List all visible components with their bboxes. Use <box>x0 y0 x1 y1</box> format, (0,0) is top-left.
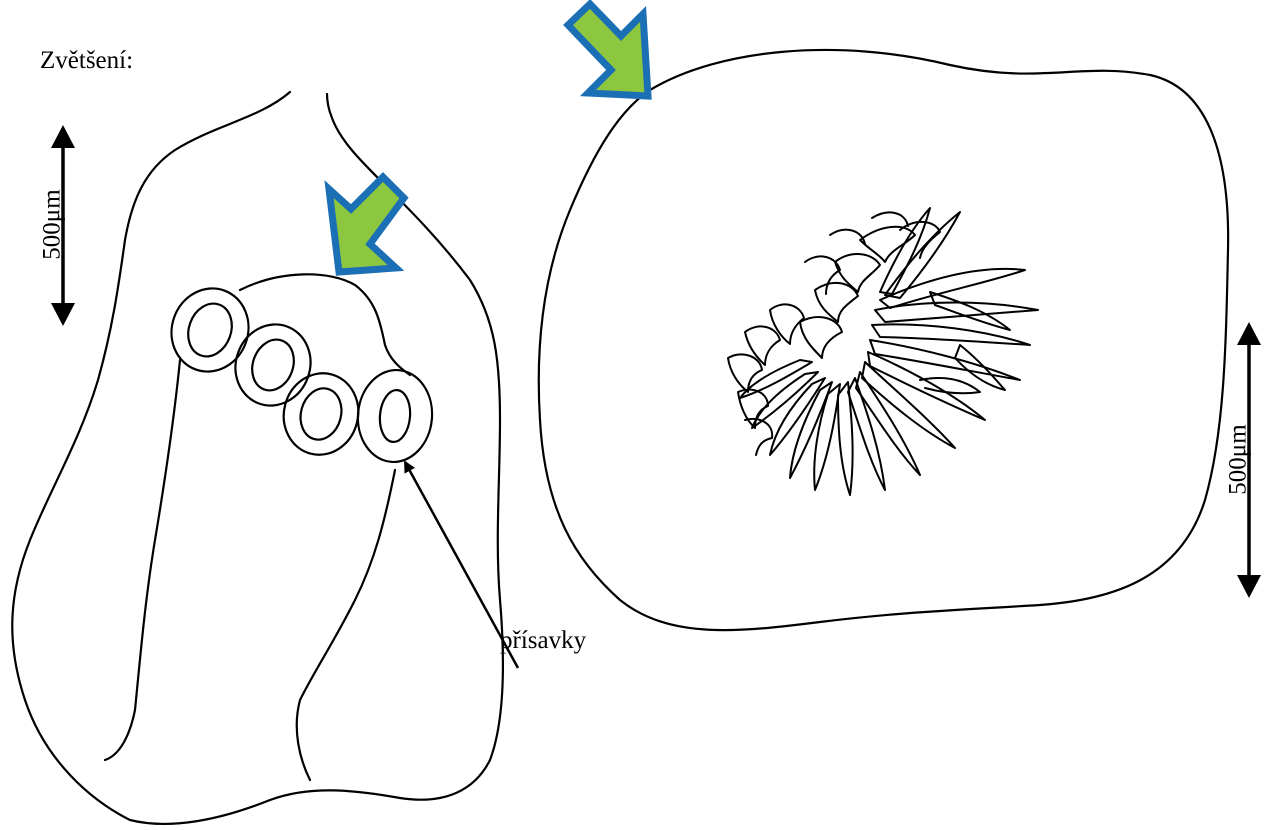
sucker-4 <box>354 367 436 465</box>
hook-crown <box>728 208 1038 495</box>
body-inner-left-line <box>105 360 180 760</box>
green-arrow-icon <box>568 4 648 96</box>
scale-bar-left-label: 500μm <box>40 175 65 275</box>
scale-bar-right-label: 500μm <box>1226 410 1251 510</box>
magnification-label: Zvětšení: <box>40 48 133 73</box>
scolex-outline-left-edge <box>12 92 503 824</box>
suckers-label: přísavky <box>500 628 586 653</box>
body-inner-right-line <box>297 470 395 780</box>
green-arrow-icon <box>329 177 404 272</box>
neck-inner-line <box>240 274 410 375</box>
sucker-2 <box>224 314 322 416</box>
left-specimen <box>12 92 503 824</box>
right-specimen <box>539 50 1228 630</box>
green-arrow-left <box>329 177 404 272</box>
green-arrow-right <box>568 4 648 96</box>
apical-outline <box>539 50 1228 630</box>
sucker-1 <box>160 278 260 383</box>
